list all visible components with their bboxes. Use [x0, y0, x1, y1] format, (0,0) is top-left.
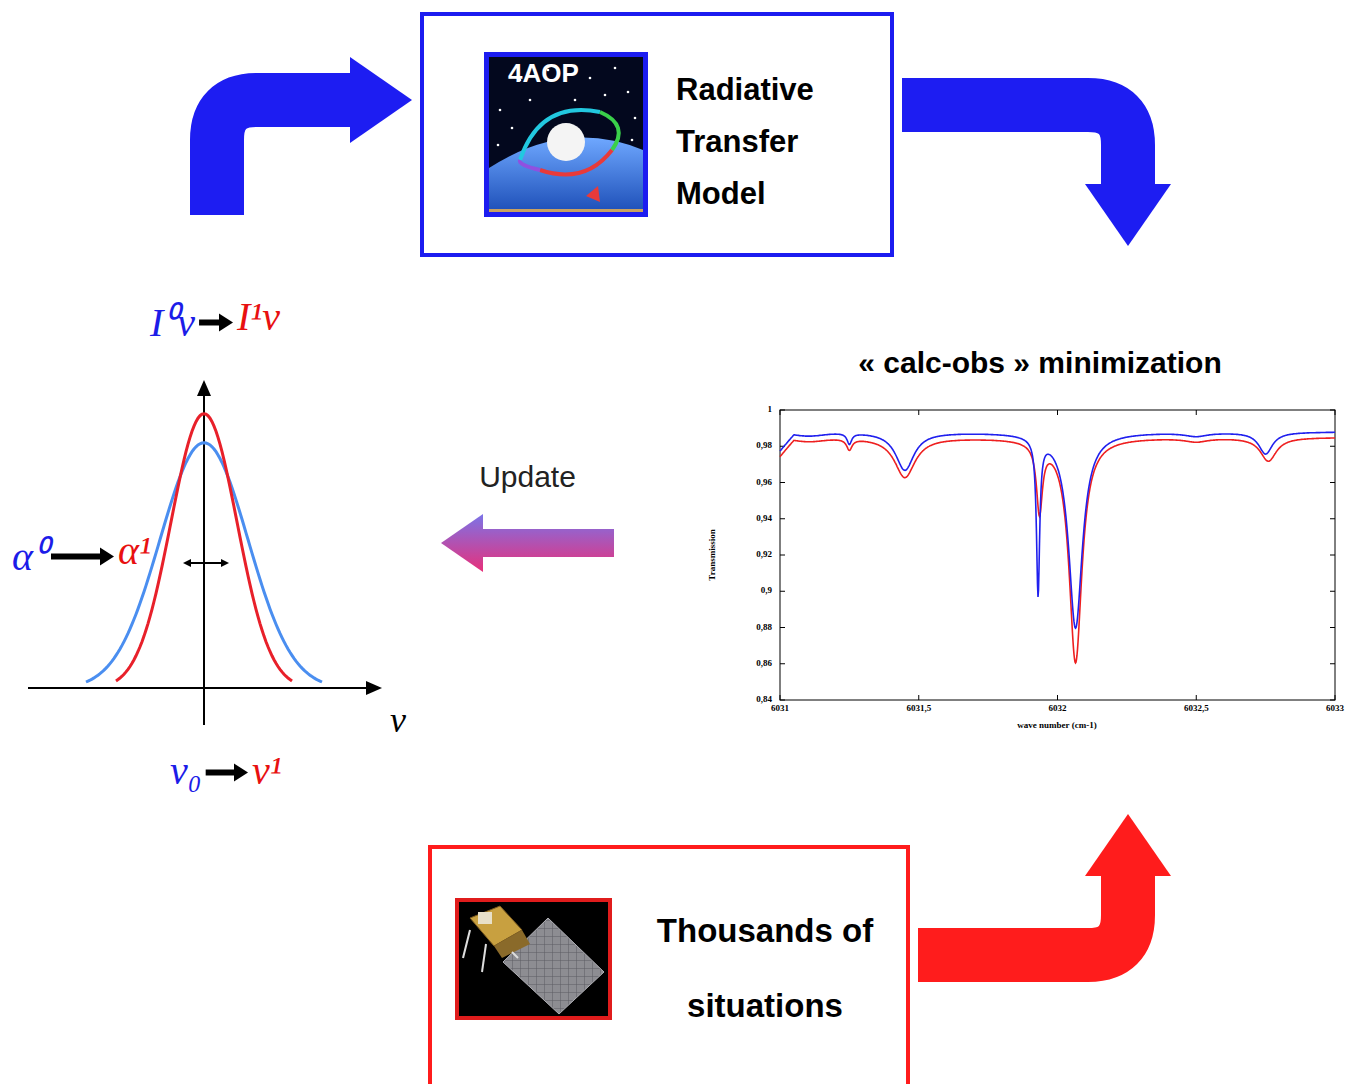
line-profile-panel: I⁰ν I¹ν α⁰ α¹ ν₀ ν¹ ν [5, 215, 435, 808]
node-text: ν¹ [252, 747, 282, 794]
axis-title: Transmission [707, 529, 717, 580]
minimization-panel: « calc-obs » minimization [620, 250, 1350, 810]
node-text: Radiative Transfer Model [676, 64, 882, 220]
axis-tick: 0,9 [761, 585, 772, 595]
axis-tick: 6031 [771, 703, 789, 713]
axis-tick: 0,86 [756, 658, 772, 668]
node-text: α¹ [118, 527, 151, 574]
transition-arrows [51, 314, 248, 782]
block-arrow [441, 514, 614, 572]
spectrum-chart [780, 410, 1335, 700]
node-text: Thousands of situations [632, 893, 898, 1043]
node-text: ν₀ [170, 747, 202, 794]
node-text: I⁰ν [150, 293, 195, 348]
node-text: α⁰ [12, 527, 47, 582]
edge-label: Update [479, 460, 576, 494]
axis-tick: 0,98 [756, 440, 772, 450]
axis-tick: 6032 [1049, 703, 1067, 713]
node-text: I¹ν [237, 293, 280, 340]
axis-tick: 0,92 [756, 549, 772, 559]
block-arrow [918, 814, 1171, 955]
model-logo [484, 52, 648, 217]
axis-tick: 6033 [1326, 703, 1344, 713]
axis-tick: 0,96 [756, 477, 772, 487]
satellite-icon [455, 898, 612, 1020]
line-profile-plot [28, 380, 382, 725]
axis-tick: 0,84 [756, 694, 772, 704]
axis-tick: 6031,5 [906, 703, 931, 713]
situations-box: Thousands of situations [428, 845, 910, 1084]
axis-tick: 6032,5 [1184, 703, 1209, 713]
model-box: Radiative Transfer Model [420, 12, 894, 257]
node-text: « calc-obs » minimization [858, 346, 1221, 380]
axis-tick: 0,88 [756, 622, 772, 632]
axis-title: wave number (cm-1) [1017, 720, 1096, 730]
block-arrow [217, 57, 412, 215]
node-text: ν [390, 699, 406, 741]
logo-text: 4AOP [508, 58, 579, 89]
axis-tick: 1 [768, 404, 773, 414]
block-arrow [902, 105, 1171, 246]
axis-tick: 0,94 [756, 513, 772, 523]
